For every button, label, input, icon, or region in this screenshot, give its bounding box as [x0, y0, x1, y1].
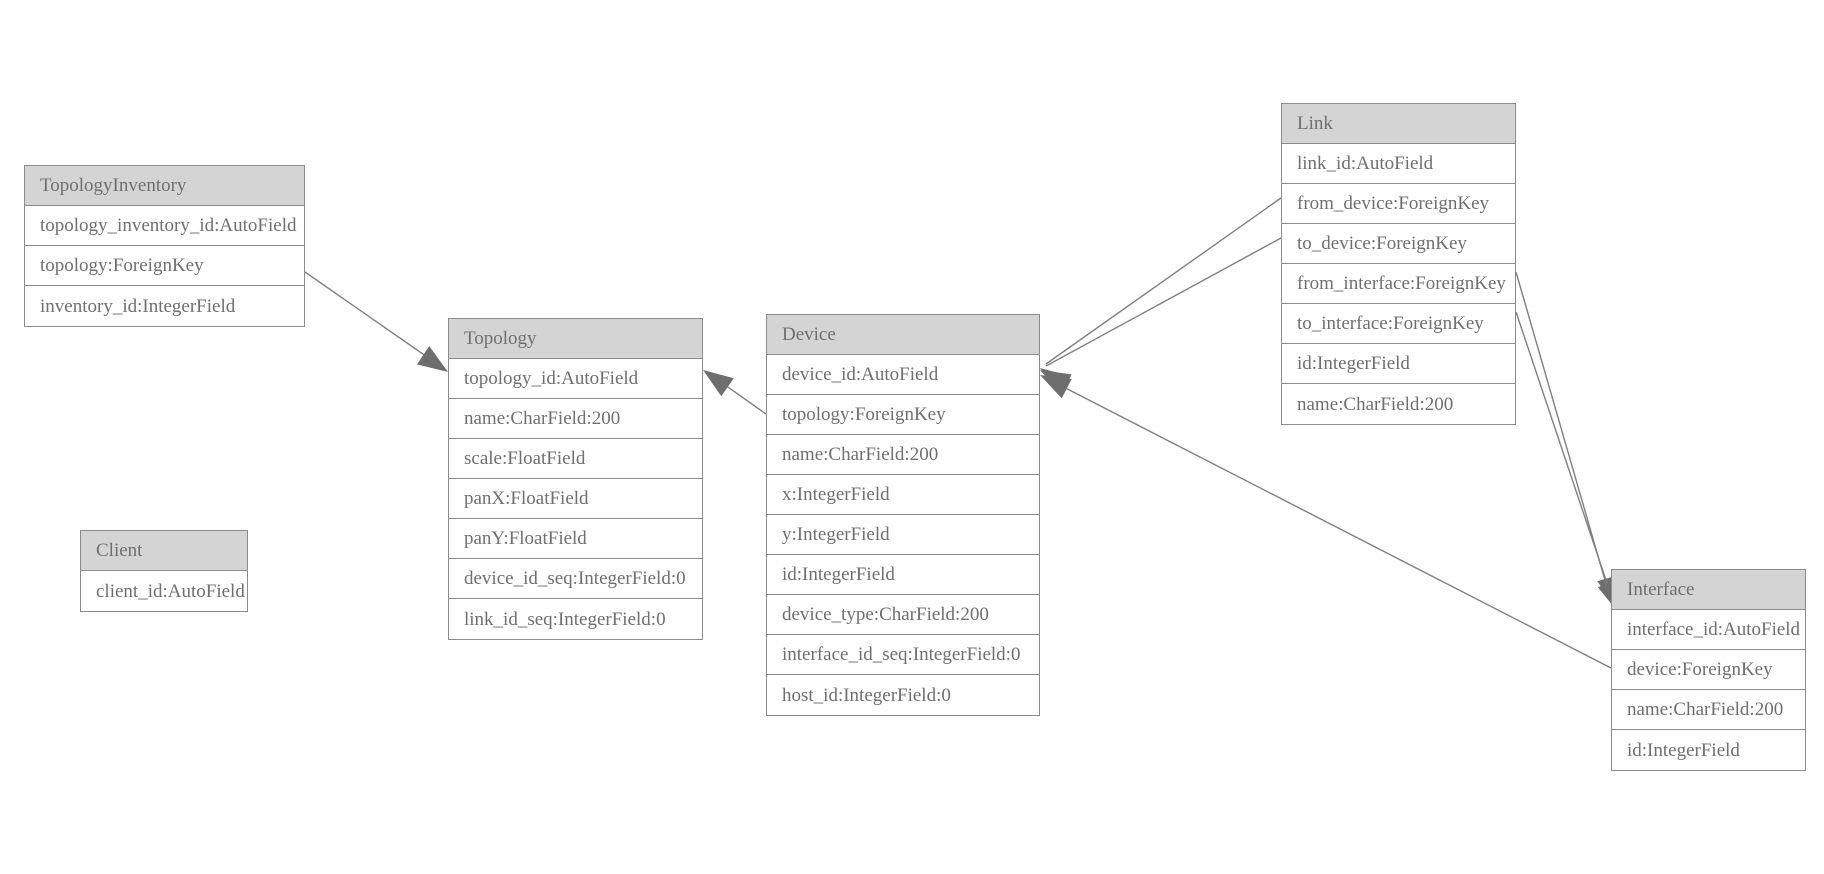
attribute-row: device_type:CharField:200: [767, 595, 1039, 635]
attribute-row: client_id:AutoField: [81, 571, 247, 611]
rel-link-from-device: [1040, 197, 1282, 395]
rel-device-topology: [703, 370, 767, 415]
relationship-line: [1515, 271, 1612, 602]
relationship-line: [304, 271, 444, 369]
relationship-line: [1515, 311, 1615, 605]
attribute-row: interface_id:AutoField: [1612, 610, 1805, 650]
entity-title-link: Link: [1282, 104, 1515, 144]
entity-title-topology_inventory: TopologyInventory: [25, 166, 304, 206]
attribute-row: link_id_seq:IntegerField:0: [449, 599, 702, 639]
attribute-row: topology_inventory_id:AutoField: [25, 206, 304, 246]
attribute-row: host_id:IntegerField:0: [767, 675, 1039, 715]
attribute-row: id:IntegerField: [1612, 730, 1805, 770]
entity-title-interface: Interface: [1612, 570, 1805, 610]
attribute-row: from_interface:ForeignKey: [1282, 264, 1515, 304]
attribute-row: panX:FloatField: [449, 479, 702, 519]
attribute-row: inventory_id:IntegerField: [25, 286, 304, 326]
attribute-row: x:IntegerField: [767, 475, 1039, 515]
entity-title-topology: Topology: [449, 319, 702, 359]
relationship-line: [707, 372, 767, 415]
attribute-row: topology_id:AutoField: [449, 359, 702, 399]
rel-topologyinventory-topology: [304, 271, 448, 372]
relationship-arrowhead-icon: [1040, 370, 1072, 394]
relationship-line: [1045, 237, 1282, 367]
attribute-row: link_id:AutoField: [1282, 144, 1515, 184]
attribute-row: name:CharField:200: [767, 435, 1039, 475]
rel-link-to-device: [1040, 237, 1282, 394]
attribute-row: name:CharField:200: [1612, 690, 1805, 730]
attribute-row: topology:ForeignKey: [767, 395, 1039, 435]
entity-title-device: Device: [767, 315, 1039, 355]
attribute-row: name:CharField:200: [1282, 384, 1515, 424]
attribute-row: scale:FloatField: [449, 439, 702, 479]
attribute-row: name:CharField:200: [449, 399, 702, 439]
attribute-row: topology:ForeignKey: [25, 246, 304, 286]
attribute-row: device:ForeignKey: [1612, 650, 1805, 690]
relationship-arrowhead-icon: [1040, 375, 1072, 399]
attribute-row: id:IntegerField: [1282, 344, 1515, 384]
attribute-row: to_interface:ForeignKey: [1282, 304, 1515, 344]
attribute-row: from_device:ForeignKey: [1282, 184, 1515, 224]
rel-link-from-interface: [1515, 271, 1619, 607]
attribute-row: interface_id_seq:IntegerField:0: [767, 635, 1039, 675]
attribute-row: panY:FloatField: [449, 519, 702, 559]
attribute-row: device_id:AutoField: [767, 355, 1039, 395]
entity-title-client: Client: [81, 531, 247, 571]
attribute-row: to_device:ForeignKey: [1282, 224, 1515, 264]
attribute-row: id:IntegerField: [767, 555, 1039, 595]
attribute-row: y:IntegerField: [767, 515, 1039, 555]
relationship-line: [1045, 197, 1282, 365]
attribute-row: device_id_seq:IntegerField:0: [449, 559, 702, 599]
